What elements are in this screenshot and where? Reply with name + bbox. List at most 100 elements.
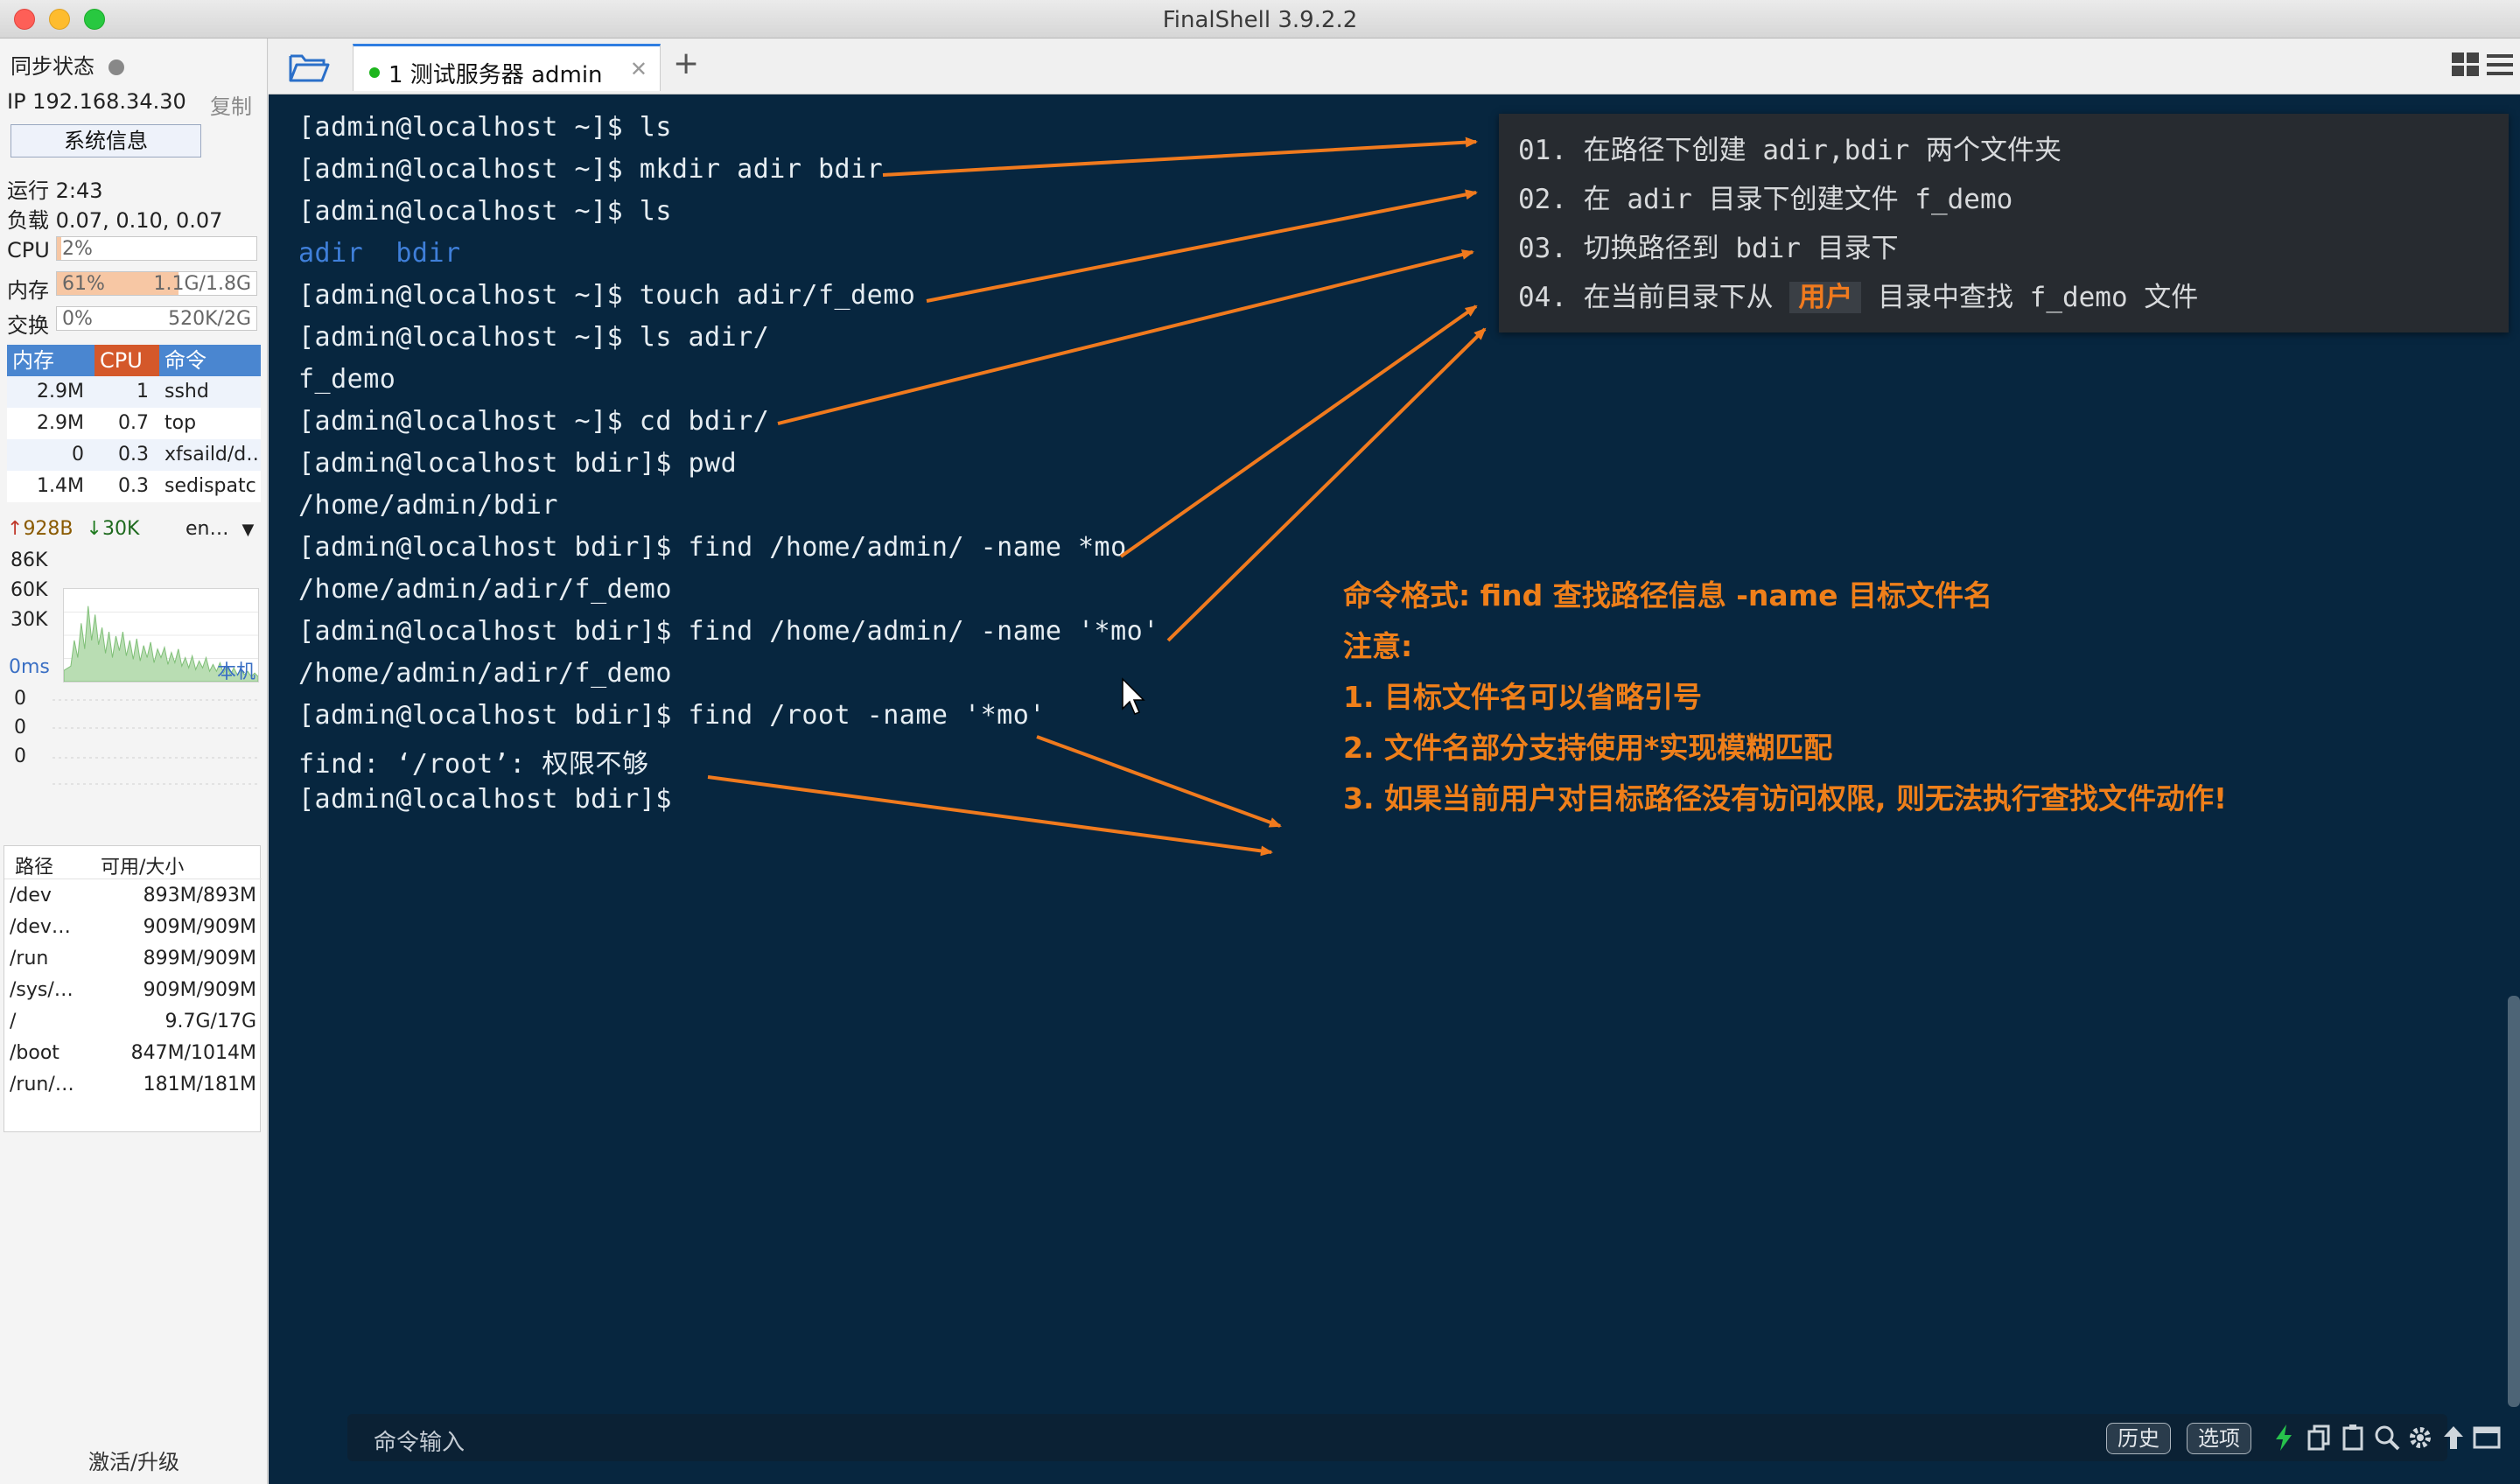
highlight-user: 用户	[1789, 282, 1862, 313]
note-rule: 3. 如果当前用户对目标路径没有访问权限, 则无法执行查找文件动作!	[1343, 781, 2228, 816]
disk-row[interactable]: /9.7G/17G	[4, 1007, 262, 1039]
mouse-cursor-icon	[1122, 677, 1145, 715]
close-window-button[interactable]	[14, 9, 35, 30]
disk-size: 909M/909M	[143, 979, 256, 1001]
mem-label: 内存	[7, 278, 49, 303]
terminal-line: /home/admin/adir/f_demo	[298, 574, 672, 605]
add-tab-icon[interactable]: +	[673, 46, 700, 81]
latency-host[interactable]: 本机	[217, 662, 256, 683]
arrow-up-icon[interactable]	[2439, 1423, 2468, 1452]
folder-open-icon[interactable]	[288, 51, 330, 84]
search-icon[interactable]	[2372, 1423, 2402, 1452]
grid-layout-icon[interactable]	[2452, 52, 2479, 76]
menu-icon[interactable]	[2487, 54, 2513, 75]
activate-upgrade-link[interactable]: 激活/升级	[88, 1450, 180, 1474]
process-cpu: 0.7	[118, 412, 149, 434]
disk-header-path: 路径	[15, 857, 54, 878]
swap-meter: 0% 520K/2G	[56, 306, 257, 331]
task-item: 03. 切换路径到 bdir 目录下	[1518, 233, 1899, 264]
disk-path: /run/…	[10, 1074, 74, 1096]
latency-tick: 0	[14, 746, 26, 767]
window-title: FinalShell 3.9.2.2	[1162, 7, 1358, 33]
net-stats: ↑928B ↓30K	[7, 518, 139, 540]
disk-path: /boot	[10, 1042, 60, 1064]
disk-row[interactable]: /dev…909M/909M	[4, 913, 262, 944]
disk-row[interactable]: /run/…181M/181M	[4, 1070, 262, 1102]
terminal[interactable]: [admin@localhost ~]$ ls[admin@localhost …	[269, 94, 2520, 1484]
cpu-value: 2%	[62, 238, 93, 260]
process-cmd: sedispatc	[164, 475, 256, 497]
mem-detail: 1.1G/1.8G	[153, 273, 251, 295]
layout-icons	[2452, 52, 2513, 76]
disk-row[interactable]: /sys/… 909M/909M	[4, 976, 262, 1007]
disk-row[interactable]: /boot 847M/1014M	[4, 1039, 262, 1070]
terminal-line: [admin@localhost bdir]$	[298, 784, 672, 815]
proc-header-cpu[interactable]: CPU	[94, 345, 159, 376]
window-icon[interactable]	[2472, 1423, 2502, 1452]
swap-label: 交换	[7, 313, 49, 338]
note-heading: 注意:	[1343, 629, 1413, 663]
command-input-bar[interactable]: 命令输入 历史 选项	[347, 1414, 2501, 1461]
sync-status: 同步状态	[10, 49, 124, 80]
interface-select[interactable]: en… ▼	[186, 518, 254, 540]
arrow-to-task-4	[1119, 304, 1478, 558]
disk-path: /run	[10, 948, 49, 970]
close-icon[interactable]: ✕	[629, 57, 648, 81]
arrow-to-rule-3b	[707, 775, 1273, 857]
mem-meter-fill	[57, 272, 179, 295]
disk-size: 909M/909M	[143, 916, 256, 938]
minimize-window-button[interactable]	[49, 9, 70, 30]
process-table-header: 内存 CPU 命令	[7, 345, 261, 376]
title-bar: FinalShell 3.9.2.2	[0, 0, 2520, 38]
tab-label: 1 测试服务器 admin	[388, 62, 603, 88]
disk-size: 9.7G/17G	[164, 1011, 257, 1032]
gear-icon[interactable]	[2405, 1423, 2435, 1452]
upload-icon: ↑	[7, 518, 24, 540]
disk-size: 847M/1014M	[130, 1042, 256, 1064]
process-row[interactable]: 2.9M 0.7 top	[7, 408, 261, 439]
task-item-suffix: 目录中查找 f_demo 文件	[1861, 282, 2199, 313]
tab-test-server[interactable]: 1 测试服务器 admin ✕	[353, 44, 661, 91]
annotation-arrows	[707, 136, 1487, 857]
terminal-line: [admin@localhost bdir]$ pwd	[298, 448, 738, 479]
terminal-scrollbar[interactable]	[2508, 996, 2520, 1407]
copy-icon[interactable]	[2306, 1423, 2335, 1452]
proc-header-mem[interactable]: 内存	[7, 345, 94, 376]
disk-path: /sys/…	[10, 979, 74, 1001]
note-rule: 2. 文件名部分支持使用*实现模糊匹配	[1343, 731, 1833, 765]
disk-path: /dev	[10, 885, 52, 906]
command-input[interactable]: 命令输入	[374, 1430, 466, 1456]
paste-icon[interactable]	[2339, 1423, 2369, 1452]
copy-ip-link[interactable]: 复制	[210, 94, 252, 119]
history-button[interactable]: 历史	[2106, 1423, 2171, 1454]
terminal-line: [admin@localhost ~]$ mkdir adir bdir	[298, 154, 884, 185]
network-traffic-chart	[63, 588, 259, 682]
process-mem: 2.9M	[37, 412, 84, 434]
terminal-line: [admin@localhost ~]$ ls adir/	[298, 322, 770, 353]
cpu-meter-fill	[57, 237, 61, 260]
proc-header-cmd[interactable]: 命令	[159, 345, 261, 376]
disk-row[interactable]: /run 899M/909M	[4, 944, 262, 976]
process-cmd: top	[164, 412, 197, 434]
disk-size: 899M/909M	[143, 948, 256, 970]
maximize-window-button[interactable]	[84, 9, 105, 30]
process-mem: 2.9M	[37, 381, 84, 402]
terminal-line: /home/admin/adir/f_demo	[298, 658, 672, 689]
latency-scale: 0 0 0	[14, 684, 26, 771]
terminal-line: adir bdir	[298, 238, 461, 269]
latency-tick: 0	[14, 717, 26, 738]
task-notes-panel: 01. 在路径下创建 adir,bdir 两个文件夹 02. 在 adir 目录…	[1499, 114, 2509, 332]
terminal-line: [admin@localhost ~]$ cd bdir/	[298, 406, 770, 437]
system-info-button[interactable]: 系统信息	[10, 124, 201, 158]
syntax-annotation: 命令格式: find 查找路径信息 -name 目标文件名	[1343, 578, 1992, 612]
latency-chart	[52, 699, 259, 785]
lightning-icon[interactable]	[2269, 1423, 2299, 1452]
net-scale-top: 86K	[10, 550, 48, 571]
mem-meter: 61% 1.1G/1.8G	[56, 271, 257, 296]
options-button[interactable]: 选项	[2187, 1423, 2251, 1454]
latency-tick: 0	[14, 688, 26, 710]
